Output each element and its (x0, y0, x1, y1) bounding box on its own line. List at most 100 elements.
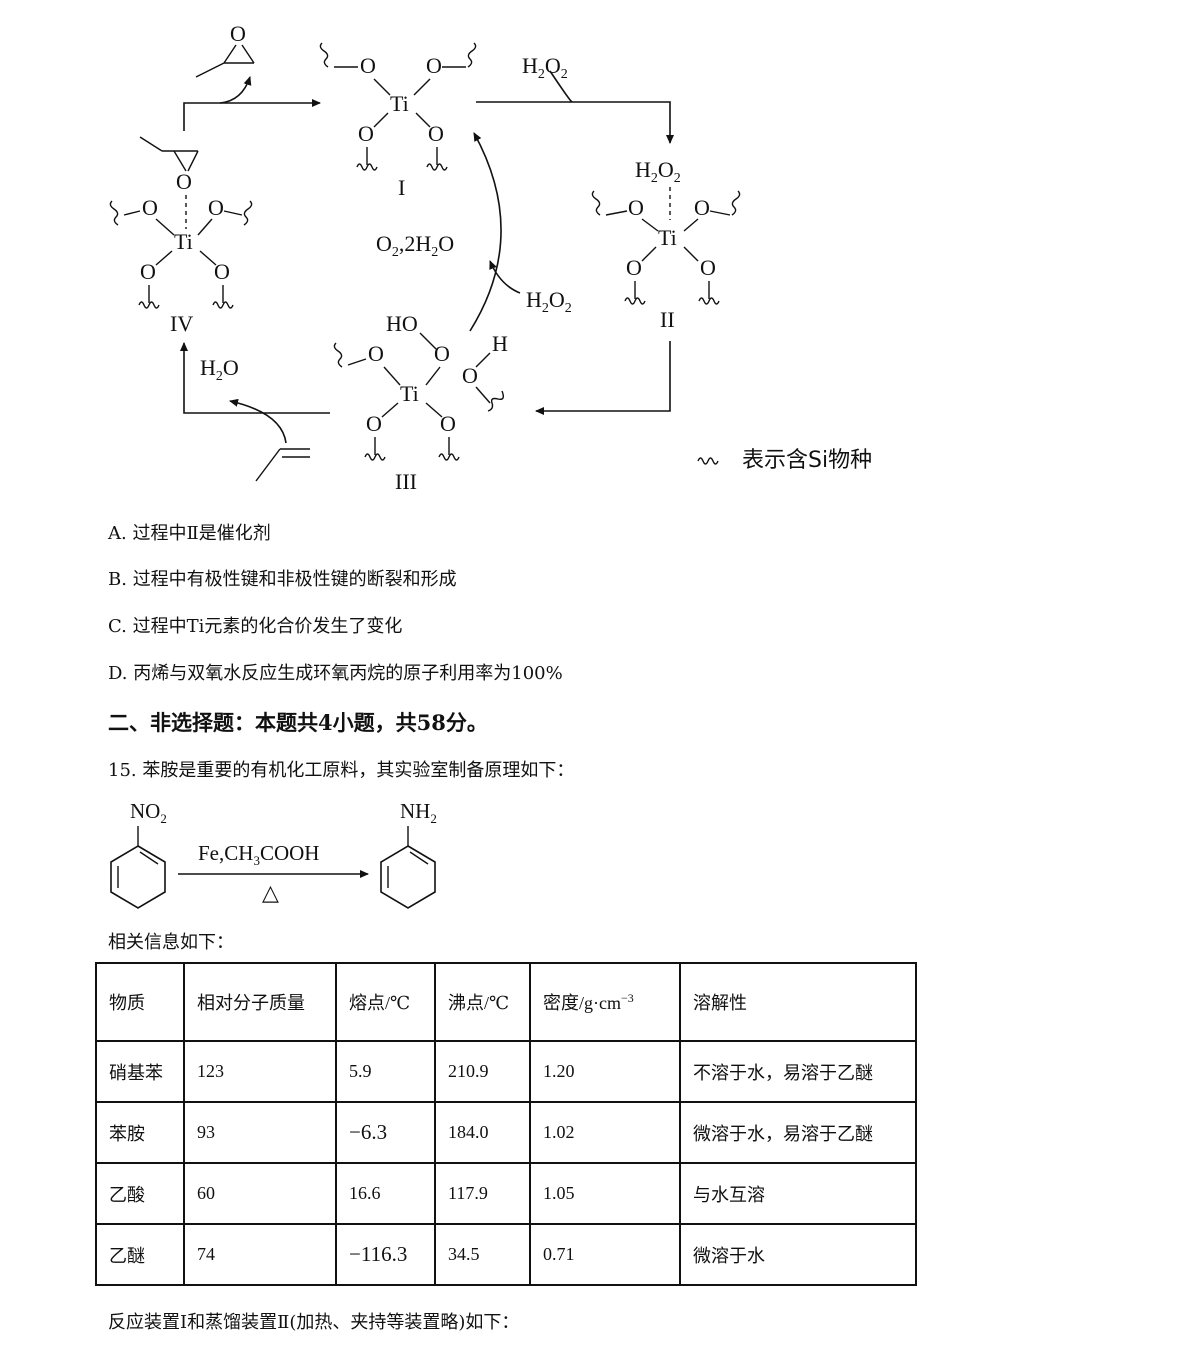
table-header-cell: 熔点/℃ (335, 962, 436, 1042)
oxygen-label: O (462, 363, 478, 388)
oxygen-label: O (368, 341, 384, 366)
option-text: 过程中Ti元素的化合价发生了变化 (132, 616, 403, 637)
oxygen-label: O (694, 195, 710, 220)
table-cell: 乙酸 (95, 1162, 185, 1225)
properties-table: 物质 相对分子质量 熔点/℃ 沸点/℃ 密度/g·cm−3 溶解性 硝基苯 12… (95, 962, 917, 1286)
reagent-label: Fe,CH3COOH (198, 841, 319, 868)
table-header-cell: 沸点/℃ (434, 962, 531, 1042)
oxygen-label: O (426, 53, 442, 78)
species-label-II: II (660, 307, 675, 332)
option-b: B. 过程中有极性键和非极性键的断裂和形成 (108, 568, 457, 592)
table-header-cell: 密度/g·cm−3 (529, 962, 681, 1042)
table-cell: 123 (183, 1040, 337, 1103)
table-cell: 硝基苯 (95, 1040, 185, 1103)
table-cell: 5.9 (335, 1040, 436, 1103)
oxygen-label: O (140, 259, 156, 284)
table-cell: 184.0 (434, 1101, 531, 1164)
table-cell: −116.3 (335, 1223, 436, 1286)
oxygen-label: O (142, 195, 158, 220)
wavy-bond-icon (697, 457, 719, 465)
oxygen-label: O (214, 259, 230, 284)
table-cell: 34.5 (434, 1223, 531, 1286)
species-III: HO O O Ti O O III H O (333, 311, 508, 494)
hydrogen-label: H (492, 331, 508, 356)
table-cell: 微溶于水，易溶于乙醚 (679, 1101, 917, 1164)
table-cell: 60 (183, 1162, 337, 1225)
apparatus-intro: 反应装置Ⅰ和蒸馏装置Ⅱ(加热、夹持等装置略)如下： (108, 1312, 520, 1333)
oxygen-label: O (176, 169, 192, 194)
amino-group-label: NH2 (400, 799, 437, 826)
table-cell: 1.20 (529, 1040, 681, 1103)
propene-structure (255, 448, 310, 482)
table-header-cell: 物质 (95, 962, 185, 1042)
catalytic-cycle-diagram: O O Ti O O I H2O2 O O Ti O O (109, 21, 872, 494)
option-d: D. 丙烯与双氧水反应生成环氧丙烷的原子利用率为100% (108, 662, 563, 686)
ti-label: Ti (658, 225, 677, 250)
table-cell: 1.02 (529, 1101, 681, 1164)
oxygen-label: O (358, 121, 374, 146)
table-header-row: 物质 相对分子质量 熔点/℃ 沸点/℃ 密度/g·cm−3 溶解性 (95, 962, 917, 1042)
ti-label: Ti (400, 381, 419, 406)
propylene-oxide-structure: O (195, 21, 255, 78)
oxygen-label: O (360, 53, 376, 78)
water-label: H2O (200, 355, 239, 384)
nitro-group-label: NO2 (130, 799, 167, 826)
table-cell: 117.9 (434, 1162, 531, 1225)
table-cell: 苯胺 (95, 1101, 185, 1164)
oxygen-label: O (366, 411, 382, 436)
option-label: A. (108, 523, 127, 544)
cycle-arrows (180, 70, 674, 444)
h2o2-label: H2O2 (635, 157, 681, 186)
species-label-IV: IV (170, 311, 193, 336)
o2-2h2o-label: O2,2H2O (376, 231, 454, 260)
oxygen-label: O (628, 195, 644, 220)
ti-label: Ti (174, 229, 193, 254)
table-cell: 不溶于水，易溶于乙醚 (679, 1040, 917, 1103)
species-label-I: I (398, 175, 405, 200)
oxygen-label: O (626, 255, 642, 280)
heat-symbol: △ (262, 880, 279, 905)
table-row: 苯胺 93 −6.3 184.0 1.02 微溶于水，易溶于乙醚 (95, 1101, 917, 1164)
table-row: 乙酸 60 16.6 117.9 1.05 与水互溶 (95, 1162, 917, 1225)
table-cell: 0.71 (529, 1223, 681, 1286)
table-header-cell: 相对分子质量 (183, 962, 337, 1042)
table-row: 乙醚 74 −116.3 34.5 0.71 微溶于水 (95, 1223, 917, 1286)
si-species-legend: 表示含Si物种 (697, 448, 872, 473)
option-label: B. (108, 569, 127, 590)
oxygen-label: O (208, 195, 224, 220)
question-15-stem: 15. 苯胺是重要的有机化工原料，其实验室制备原理如下： (108, 760, 575, 781)
table-cell: 乙醚 (95, 1223, 185, 1286)
h2o2-label: H2O2 (522, 53, 568, 82)
option-text: 丙烯与双氧水反应生成环氧丙烷的原子利用率为100% (133, 663, 563, 684)
species-label-III: III (395, 469, 417, 494)
oxygen-label: O (700, 255, 716, 280)
option-text: 过程中Ⅱ是催化剂 (132, 523, 271, 544)
aniline-structure: NH2 (380, 799, 437, 909)
table-cell: 与水互溶 (679, 1162, 917, 1225)
oxygen-label: O (434, 341, 450, 366)
option-text: 过程中有极性键和非极性键的断裂和形成 (132, 569, 457, 590)
table-cell: −6.3 (335, 1101, 436, 1164)
option-c: C. 过程中Ti元素的化合价发生了变化 (108, 615, 402, 639)
table-header-cell: 溶解性 (679, 962, 917, 1042)
table-cell: 74 (183, 1223, 337, 1286)
legend-text: 表示含Si物种 (742, 448, 872, 473)
oxygen-label: O (230, 21, 246, 46)
table-cell: 微溶于水 (679, 1223, 917, 1286)
species-I: O O Ti O O I (319, 42, 477, 200)
option-label: C. (108, 616, 127, 637)
nitrobenzene-structure: NO2 (110, 799, 167, 909)
table-cell: 210.9 (434, 1040, 531, 1103)
species-II: H2O2 O O Ti O O II (591, 157, 741, 332)
table-cell: 1.05 (529, 1162, 681, 1225)
oxygen-label: O (440, 411, 456, 436)
species-IV: O O O Ti O O IV (109, 136, 253, 336)
table-cell: 16.6 (335, 1162, 436, 1225)
table-cell: 93 (183, 1101, 337, 1164)
option-a: A. 过程中Ⅱ是催化剂 (108, 522, 271, 546)
option-label: D. (108, 663, 128, 684)
ho-label: HO (386, 311, 418, 336)
ti-label: Ti (390, 91, 409, 116)
section-title: 二、非选择题：本题共4小题，共58分。 (108, 710, 488, 735)
info-label: 相关信息如下： (108, 932, 234, 953)
